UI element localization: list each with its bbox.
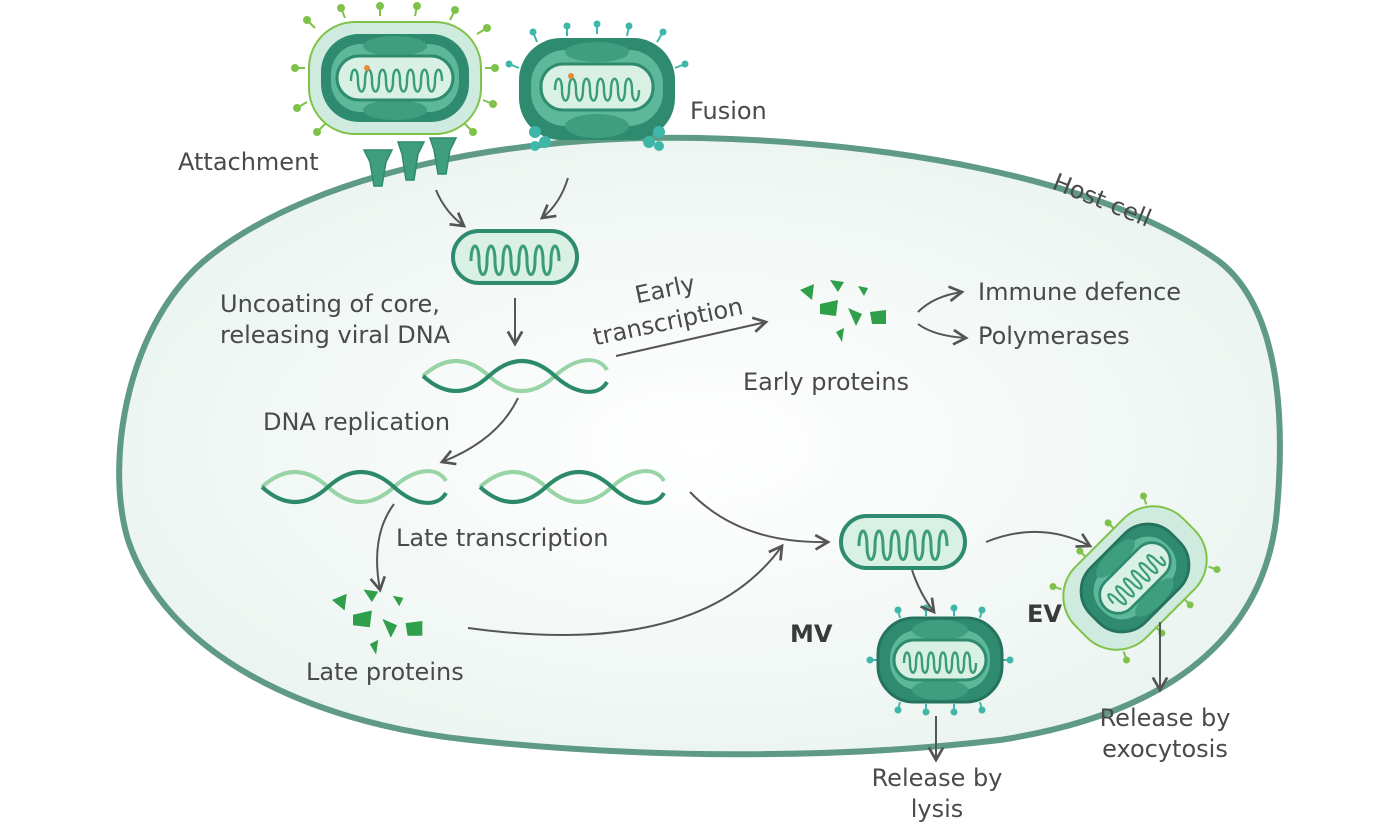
label-release-exocytosis-1: Release by bbox=[1099, 704, 1231, 732]
attaching-virus bbox=[291, 2, 499, 136]
fusing-virus bbox=[505, 20, 689, 151]
arrow-fusion-to-core bbox=[539, 177, 569, 220]
arrow-late-proteins-to-assembly bbox=[467, 543, 784, 637]
label-release-exocytosis-2: exocytosis bbox=[1102, 735, 1228, 763]
viral-core bbox=[451, 229, 579, 285]
assembled-core bbox=[839, 514, 967, 570]
label-mv: MV bbox=[790, 620, 833, 648]
label-late-proteins: Late proteins bbox=[306, 658, 464, 686]
arrow-early-transcription bbox=[615, 316, 769, 357]
label-early-proteins: Early proteins bbox=[743, 368, 910, 396]
label-uncoating-2: releasing viral DNA bbox=[220, 321, 451, 349]
arrow-to-immune-defence bbox=[917, 285, 965, 313]
arrow-dna-replication bbox=[439, 397, 519, 466]
label-dna-replication: DNA replication bbox=[263, 408, 451, 436]
label-fusion: Fusion bbox=[690, 97, 767, 125]
ev-particle bbox=[1049, 492, 1221, 664]
label-attachment: Attachment bbox=[178, 148, 319, 176]
label-release-lysis-2: lysis bbox=[910, 795, 964, 823]
label-late-transcription: Late transcription bbox=[396, 524, 609, 552]
host-cell-membrane bbox=[116, 134, 1283, 758]
arrow-dna-to-assembly bbox=[689, 491, 831, 551]
label-polymerases: Polymerases bbox=[978, 322, 1130, 350]
arrow-late-transcription bbox=[369, 503, 395, 593]
cell-receptors bbox=[362, 137, 458, 187]
arrow-core-to-ev bbox=[985, 530, 1093, 548]
label-release-lysis-1: Release by bbox=[871, 764, 1003, 792]
arrow-core-to-mv bbox=[911, 569, 936, 615]
mv-particle bbox=[866, 604, 1014, 716]
arrow-attachment-to-core bbox=[435, 189, 467, 228]
label-immune-defence: Immune defence bbox=[978, 278, 1182, 306]
label-uncoating-1: Uncoating of core, bbox=[220, 290, 440, 318]
label-ev: EV bbox=[1027, 600, 1062, 628]
arrow-to-polymerases bbox=[917, 323, 969, 346]
